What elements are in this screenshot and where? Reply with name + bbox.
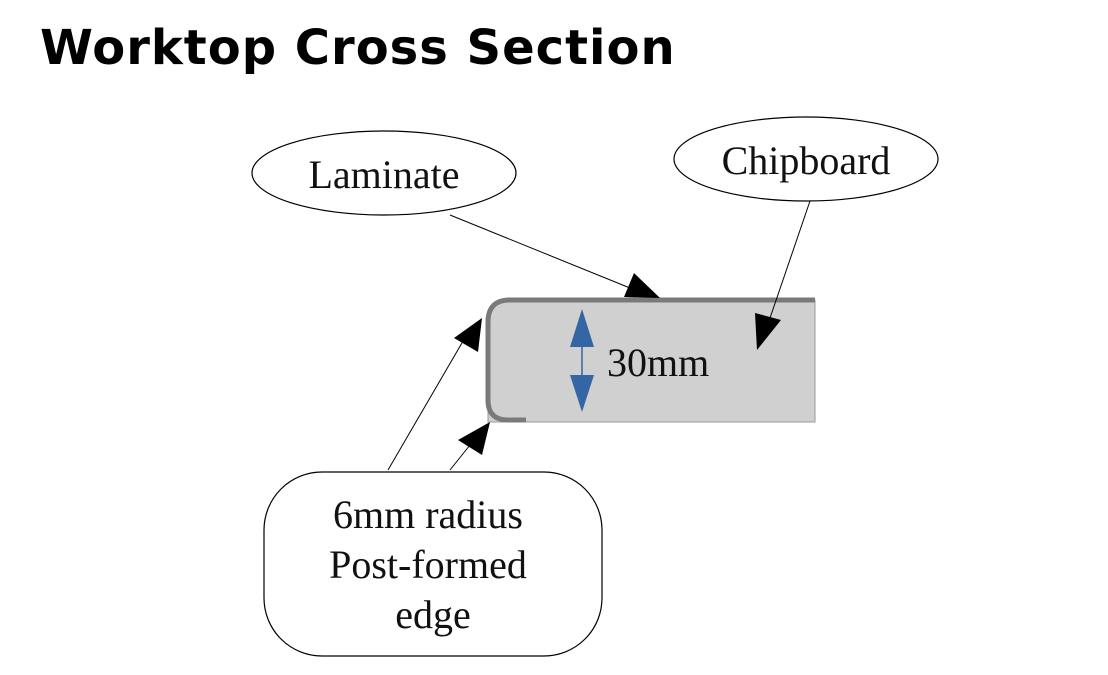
chipboard-callout-label: Chipboard: [722, 138, 891, 183]
thickness-label: 30mm: [607, 340, 709, 385]
laminate-pointer-arrowhead: [624, 273, 660, 298]
edge-pointer-arrowhead-upper: [454, 318, 482, 352]
chipboard-pointer-arrowhead: [755, 313, 781, 350]
page-title: Worktop Cross Section: [40, 20, 676, 76]
laminate-callout-bubble: [251, 130, 517, 216]
chipboard-callout-bubble: [673, 116, 939, 202]
edge-callout-line-2: Post-formed: [329, 542, 527, 587]
edge-pointer-arrowhead-lower: [458, 422, 490, 455]
edge-callout-bubble: [263, 471, 603, 657]
chipboard-pointer-line: [769, 200, 811, 319]
laminate-pointer-line: [449, 214, 631, 289]
edge-callout-line-3: edge: [395, 592, 471, 637]
laminate-layer: [485, 297, 815, 423]
laminate-callout-label: Laminate: [308, 152, 459, 197]
edge-pointer-line-upper: [387, 335, 467, 471]
edge-callout-label: 6mm radius Post-formed edge: [329, 492, 537, 637]
thickness-dimension-arrow: [570, 309, 594, 412]
edge-pointer-line-lower: [449, 444, 471, 471]
edge-callout-line-1: 6mm radius: [333, 492, 523, 537]
